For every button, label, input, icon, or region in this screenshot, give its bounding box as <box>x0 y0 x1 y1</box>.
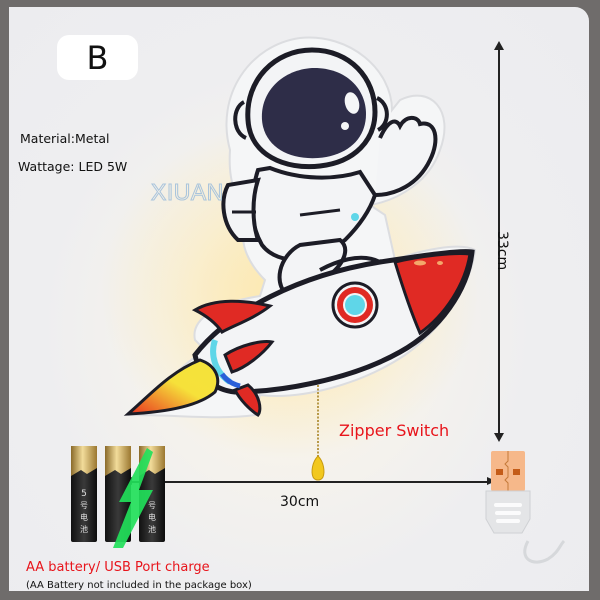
svg-text:5: 5 <box>81 489 87 499</box>
battery-note: (AA Battery not included in the package … <box>26 580 252 591</box>
zipper-switch-label: Zipper Switch <box>339 421 450 440</box>
aa-batteries-icon: 5 号 电 池 号 电 池 <box>71 446 165 548</box>
power-source-label: AA battery/ USB Port charge <box>26 560 210 575</box>
height-dimension-line <box>498 45 500 435</box>
brand-watermark: XIUAN <box>151 179 224 206</box>
spec-wattage: Wattage: LED 5W <box>18 159 128 174</box>
variant-badge-label: B <box>86 38 109 77</box>
svg-text:电: 电 <box>148 512 156 522</box>
usb-plug-icon <box>485 451 566 564</box>
svg-text:池: 池 <box>148 524 156 534</box>
width-dimension-line <box>129 481 489 483</box>
svg-text:号: 号 <box>148 501 156 510</box>
astronaut-rocket-illustration <box>100 36 480 481</box>
product-image-panel: B Material:Metal Wattage: LED 5W <box>9 7 589 591</box>
svg-text:池: 池 <box>80 524 88 534</box>
width-dimension-label: 30cm <box>280 494 320 510</box>
spec-material: Material:Metal <box>20 131 110 146</box>
arrow-down-icon <box>494 433 504 442</box>
variant-badge: B <box>57 35 138 80</box>
svg-text:号: 号 <box>80 501 88 510</box>
svg-text:电: 电 <box>80 512 88 522</box>
helmet <box>233 47 389 170</box>
arrow-up-icon <box>494 41 504 50</box>
lightning-bolt-icon <box>113 448 153 548</box>
height-dimension-label: 33cm <box>494 231 510 271</box>
